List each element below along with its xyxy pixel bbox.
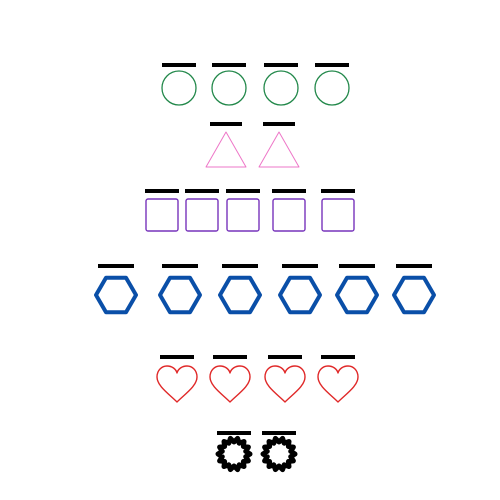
row-circle [161, 63, 350, 106]
row-square [145, 189, 355, 232]
square-label-bar [226, 189, 260, 193]
hexagon-shape [335, 275, 379, 315]
hexagon-label-bar [396, 264, 432, 268]
triangle-label-bar [210, 122, 242, 126]
circle-label-bar [264, 63, 298, 67]
starburst-shape [215, 435, 253, 473]
hexagon-label-bar [98, 264, 134, 268]
square-shape [185, 198, 219, 232]
hexagon-shape [158, 275, 202, 315]
starburst-label-bar [262, 431, 296, 435]
row-hexagon [94, 264, 436, 315]
heart-label-bar [321, 355, 355, 359]
heart-shape [209, 365, 251, 403]
heart-label-bar [268, 355, 302, 359]
square-shape [272, 198, 306, 232]
circle-label-bar [212, 63, 246, 67]
square-label-bar [321, 189, 355, 193]
row-starburst [215, 431, 298, 473]
heart-shape [156, 365, 198, 403]
hexagon-shape [218, 275, 262, 315]
starburst-shape [260, 435, 298, 473]
row-triangle [205, 122, 300, 168]
hexagon-label-bar [222, 264, 258, 268]
triangle-shape [258, 131, 300, 168]
row-heart [156, 355, 359, 403]
heart-shape [317, 365, 359, 403]
square-shape [321, 198, 355, 232]
circle-shape [211, 70, 247, 106]
triangle-shape [205, 131, 247, 168]
hexagon-label-bar [162, 264, 198, 268]
square-label-bar [145, 189, 179, 193]
starburst-label-bar [217, 431, 251, 435]
square-shape [145, 198, 179, 232]
hexagon-label-bar [339, 264, 375, 268]
square-label-bar [272, 189, 306, 193]
hexagon-shape [278, 275, 322, 315]
circle-shape [161, 70, 197, 106]
square-label-bar [185, 189, 219, 193]
circle-shape [314, 70, 350, 106]
heart-shape [264, 365, 306, 403]
square-shape [226, 198, 260, 232]
circle-label-bar [162, 63, 196, 67]
hexagon-shape [392, 275, 436, 315]
heart-label-bar [213, 355, 247, 359]
hexagon-shape [94, 275, 138, 315]
hexagon-label-bar [282, 264, 318, 268]
heart-label-bar [160, 355, 194, 359]
circle-label-bar [315, 63, 349, 67]
triangle-label-bar [263, 122, 295, 126]
circle-shape [263, 70, 299, 106]
